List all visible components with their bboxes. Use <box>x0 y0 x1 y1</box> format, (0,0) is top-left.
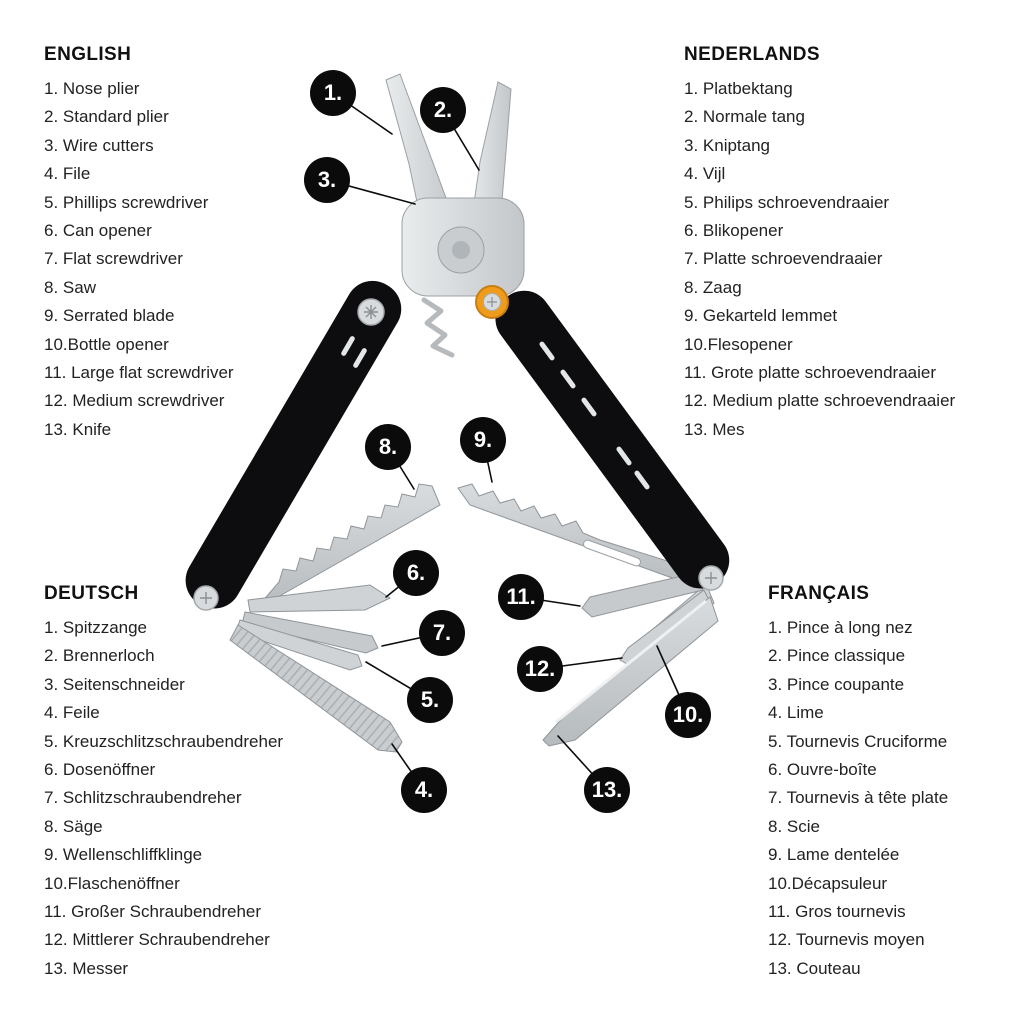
language-item: 10.Flaschenöffner <box>44 873 180 893</box>
callout-marker-6: 6. <box>393 550 439 596</box>
handle-slot <box>341 336 355 356</box>
language-item: 12. Tournevis moyen <box>768 930 925 950</box>
handle-slot <box>581 397 597 417</box>
language-item: 3. Seitenschneider <box>44 674 185 694</box>
knife-edge-highlight <box>555 599 707 724</box>
language-item: 4. Feile <box>44 703 100 723</box>
language-title: NEDERLANDS <box>684 44 820 65</box>
language-item: 11. Grote platte schroevendraaier <box>684 363 936 383</box>
plier-head <box>385 73 525 358</box>
language-section-english: ENGLISH 1. Nose plier 2. Standard plier 3.… <box>44 44 319 444</box>
language-item: 7. Tournevis à tête plate <box>768 788 949 808</box>
language-item: 6. Dosenöffner <box>44 760 156 780</box>
handle-slot <box>560 369 576 389</box>
language-item: 7. Schlitzschraubendreher <box>44 788 242 808</box>
language-item-list: 1. Pince à long nez 2. Pince classique 3. … <box>768 614 1018 983</box>
language-item: 3. Kniptang <box>684 135 771 155</box>
language-item: 9. Gekarteld lemmet <box>684 306 838 326</box>
language-item: 10.Décapsuleur <box>768 873 888 893</box>
language-item: 3. Wire cutters <box>44 135 154 155</box>
language-item: 11. Großer Schraubendreher <box>44 902 262 922</box>
language-item: 6. Ouvre-boîte <box>768 760 877 780</box>
callout-marker-3: 3. <box>304 157 350 203</box>
language-item: 8. Scie <box>768 816 820 836</box>
language-item: 10.Flesopener <box>684 334 793 354</box>
language-item: 6. Can opener <box>44 221 152 241</box>
language-item: 9. Lame dentelée <box>768 845 900 865</box>
language-item-list: 1. Nose plier 2. Standard plier 3. Wire cu… <box>44 75 319 444</box>
language-item-list: 1. Platbektang 2. Normale tang 3. Kniptang… <box>684 75 999 444</box>
language-item: 13. Mes <box>684 419 745 439</box>
handle-slot <box>616 446 632 466</box>
language-item: 11. Gros tournevis <box>768 902 906 922</box>
file-tool <box>229 624 403 753</box>
handle-slot <box>353 348 367 368</box>
language-item: 2. Brennerloch <box>44 646 155 666</box>
language-section-deutsch: DEUTSCH 1. Spitzzange 2. Brennerloch 3. Se… <box>44 583 369 983</box>
language-item: 2. Standard plier <box>44 107 169 127</box>
language-item: 11. Large flat screwdriver <box>44 363 234 383</box>
language-section-nederlands: NEDERLANDS 1. Platbektang 2. Normale tang… <box>684 44 999 444</box>
language-item: 13. Messer <box>44 958 129 978</box>
callout-marker-13: 13. <box>584 767 630 813</box>
serrated-blade-slot <box>583 539 641 567</box>
language-item: 8. Säge <box>44 816 103 836</box>
language-item: 12. Mittlerer Schraubendreher <box>44 930 270 950</box>
language-item: 12. Medium screwdriver <box>44 391 225 411</box>
language-item: 1. Nose plier <box>44 79 140 98</box>
callout-marker-12: 12. <box>517 646 563 692</box>
callout-marker-7: 7. <box>419 610 465 656</box>
language-item: 9. Serrated blade <box>44 306 175 326</box>
language-item: 13. Couteau <box>768 958 861 978</box>
language-item: 4. File <box>44 164 91 184</box>
callout-marker-4: 4. <box>401 767 447 813</box>
callout-marker-10: 10. <box>665 692 711 738</box>
right-handle <box>475 285 730 591</box>
language-item: 13. Knife <box>44 419 112 439</box>
language-item: 5. Kreuzschlitzschraubendreher <box>44 731 284 751</box>
language-item: 1. Pince à long nez <box>768 618 913 637</box>
language-item: 10.Bottle opener <box>44 334 169 354</box>
language-item: 4. Vijl <box>684 164 726 184</box>
language-item: 4. Lime <box>768 703 824 723</box>
language-item: 8. Saw <box>44 277 96 297</box>
left-tool-fan <box>229 483 441 753</box>
language-item: 8. Zaag <box>684 277 742 297</box>
can-opener <box>247 584 392 613</box>
language-item: 1. Platbektang <box>684 79 793 98</box>
callout-marker-8: 8. <box>365 424 411 470</box>
language-item: 2. Pince classique <box>768 646 906 666</box>
language-item: 9. Wellenschliffklinge <box>44 845 203 865</box>
language-title: ENGLISH <box>44 44 132 65</box>
callout-marker-9: 9. <box>460 417 506 463</box>
language-item: 6. Blikopener <box>684 221 784 241</box>
callout-marker-2: 2. <box>420 87 466 133</box>
language-item: 7. Flat screwdriver <box>44 249 183 269</box>
language-item: 1. Spitzzange <box>44 618 148 637</box>
language-section-francais: FRANÇAIS 1. Pince à long nez 2. Pince cla… <box>768 583 1018 983</box>
language-item: 7. Platte schroevendraaier <box>684 249 883 269</box>
language-item: 12. Medium platte schroevendraaier <box>684 391 956 411</box>
language-title: DEUTSCH <box>44 583 139 604</box>
right-tool-fan <box>457 483 719 747</box>
handle-slot <box>634 470 650 490</box>
callout-marker-5: 5. <box>407 677 453 723</box>
callout-marker-11: 11. <box>498 574 544 620</box>
callout-marker-1: 1. <box>310 70 356 116</box>
saw-blade <box>254 483 441 611</box>
language-item: 2. Normale tang <box>684 107 805 127</box>
language-item: 5. Phillips screwdriver <box>44 192 209 212</box>
language-item-list: 1. Spitzzange 2. Brennerloch 3. Seitenschn… <box>44 614 369 983</box>
handle-slot <box>539 341 555 361</box>
language-title: FRANÇAIS <box>768 583 870 604</box>
left-handle <box>185 280 402 611</box>
spring <box>421 297 455 358</box>
language-item: 5. Philips schroevendraaier <box>684 192 890 212</box>
language-item: 5. Tournevis Cruciforme <box>768 731 948 751</box>
language-item: 3. Pince coupante <box>768 674 905 694</box>
